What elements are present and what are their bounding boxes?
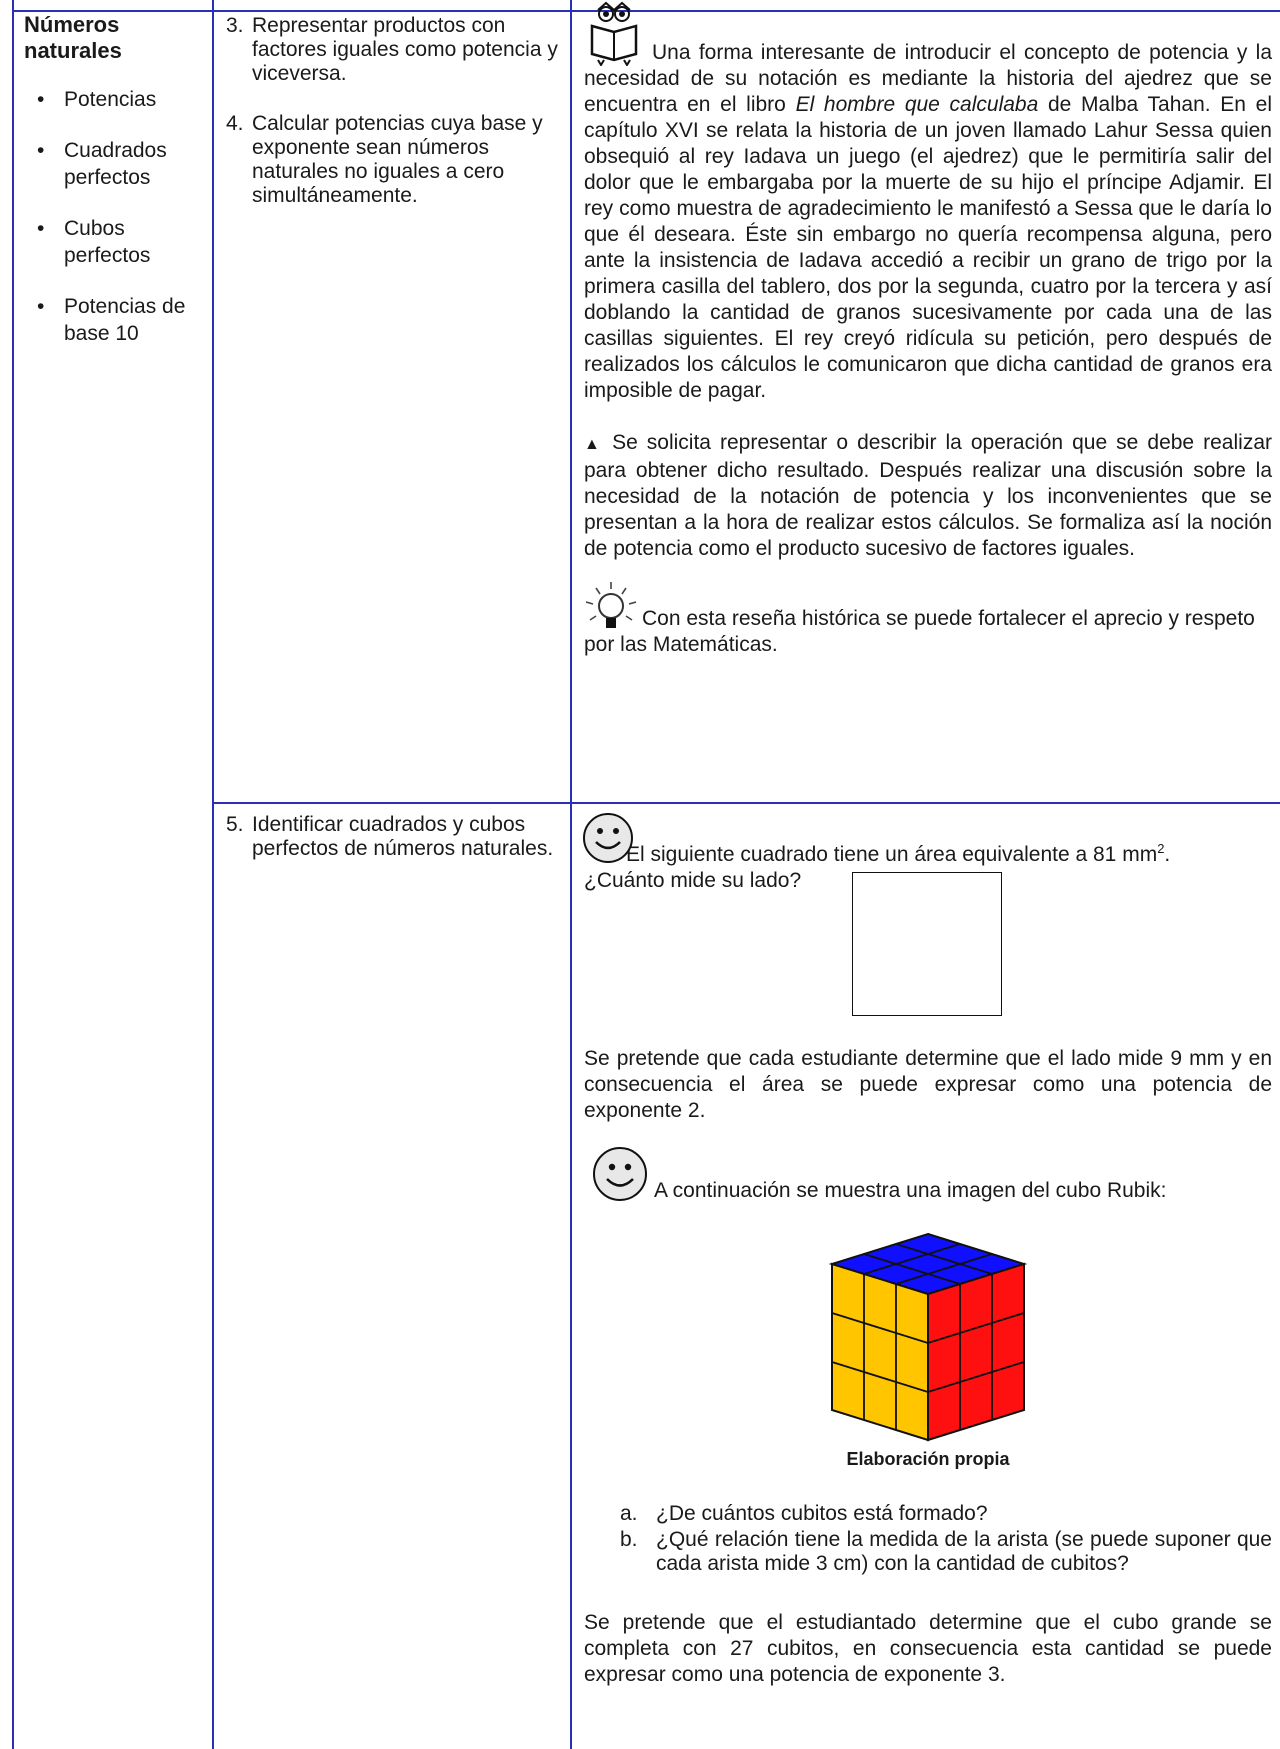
topic-item: •Cuadrados perfectos (37, 139, 167, 189)
cube-intro-text: A continuación se muestra una imagen del… (654, 1179, 1167, 1202)
objectives-list: 3.Representar productos con factores igu… (226, 14, 560, 208)
topics-cell: Números naturales •Potencias •Cuadrados … (24, 12, 204, 371)
topic-item: •Potencias de base 10 (37, 295, 186, 345)
table-border-top (12, 10, 1280, 12)
topic-item: •Potencias (37, 88, 157, 111)
question-item: b.¿Qué relación tiene la medida de la ar… (620, 1528, 1272, 1575)
smiley-icon (593, 1147, 647, 1201)
smiley-icon (583, 813, 633, 863)
objectives-cell-2: 5.Identificar cuadrados y cubos perfecto… (226, 813, 560, 887)
topic-list: •Potencias •Cuadrados perfectos •Cubos p… (24, 86, 204, 347)
activity-cell-1: Una forma interesante de introducir el c… (584, 0, 1272, 658)
objectives-cell-1: 3.Representar productos con factores igu… (226, 14, 560, 234)
square-answer: Se pretende que cada estudiante determin… (584, 1047, 1272, 1122)
task-paragraph: ▲ Se solicita representar o describir la… (584, 431, 1272, 560)
objective-item: 5.Identificar cuadrados y cubos perfecto… (226, 813, 554, 860)
lightbulb-icon (585, 582, 637, 628)
tip-block: Con esta reseña histórica se puede forta… (584, 580, 1272, 658)
history-paragraph: Una forma interesante de introducir el c… (584, 41, 1272, 402)
table-divider-col1 (212, 0, 214, 1749)
cube-question: A continuación se muestra una imagen del… (584, 1146, 1272, 1204)
cube-answer: Se pretende que el estudiantado determin… (584, 1611, 1272, 1686)
cube-question-list: a.¿De cuántos cubitos está formado? b.¿Q… (584, 1502, 1272, 1576)
objective-item: 4.Calcular potencias cuya base y exponen… (226, 112, 543, 207)
square-figure (852, 872, 1002, 1016)
square-question: El siguiente cuadrado tiene un área equi… (583, 812, 1272, 894)
question-item: a.¿De cuántos cubitos está formado? (620, 1502, 988, 1525)
tip-paragraph: Con esta reseña histórica se puede forta… (584, 607, 1255, 656)
rubik-cube-icon (828, 1232, 1028, 1442)
triangle-marker-icon: ▲ (584, 436, 604, 453)
objective-item: 3.Representar productos con factores igu… (226, 14, 558, 85)
table-divider-col2 (570, 0, 572, 1749)
objectives-list: 5.Identificar cuadrados y cubos perfecto… (226, 813, 560, 861)
table-border-left (12, 0, 14, 1749)
owl-reading-icon (590, 1, 638, 66)
table-row-divider (212, 802, 1280, 804)
square-question-text: El siguiente cuadrado tiene un área equi… (584, 841, 1171, 892)
rubik-cube-figure: Elaboración propia (584, 1232, 1272, 1472)
activity-cell-2: El siguiente cuadrado tiene un área equi… (583, 812, 1272, 1688)
topic-item: •Cubos perfectos (37, 217, 151, 267)
book-title: El hombre que calculaba (795, 93, 1039, 116)
topic-title: Números naturales (24, 12, 122, 63)
cube-caption: Elaboración propia (846, 1449, 1010, 1469)
